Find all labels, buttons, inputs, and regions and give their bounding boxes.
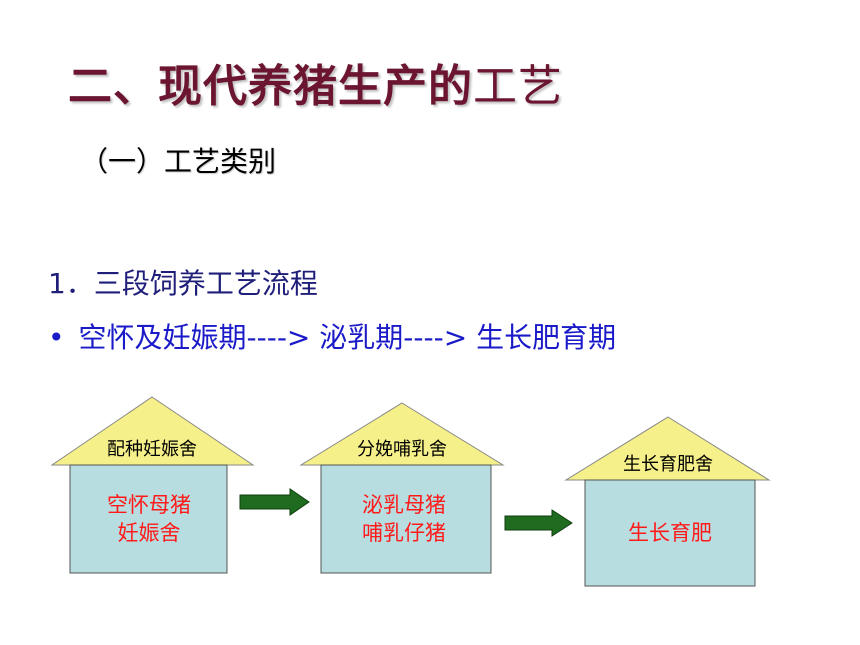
- title-bold: 二、现代养猪生产的: [68, 61, 473, 112]
- house-2-line-2: 哺乳仔猪: [362, 521, 446, 545]
- section-subtitle: （一）工艺类别: [80, 145, 277, 178]
- house-2-wall: [320, 464, 492, 574]
- house-3: 生长育肥舍 生长育肥: [564, 416, 771, 587]
- house-1-line-2: 妊娠舍: [118, 521, 181, 545]
- house-2: 分娩哺乳舍 泌乳母猪 哺乳仔猪: [299, 402, 505, 574]
- house-2-line-1: 泌乳母猪: [362, 493, 446, 517]
- house-3-line-1: 生长育肥: [628, 521, 712, 545]
- house-1-roof-label: 配种妊娠舍: [107, 439, 197, 460]
- bullet-dot: •: [48, 321, 65, 354]
- house-1-line-1: 空怀母猪: [107, 493, 191, 517]
- flow-arrow-1: [239, 488, 310, 516]
- page-title: 二、现代养猪生产的工艺: [68, 50, 563, 114]
- bullet-line: • 空怀及妊娠期----> 泌乳期----> 生长肥育期: [48, 316, 616, 356]
- item-heading: 1．三段饲养工艺流程: [48, 267, 318, 300]
- bullet-text: 空怀及妊娠期----> 泌乳期----> 生长肥育期: [78, 321, 617, 354]
- house-1-wall: [69, 464, 228, 574]
- house-1: 配种妊娠舍 空怀母猪 妊娠舍: [50, 396, 255, 574]
- house-3-roof-label: 生长育肥舍: [623, 454, 713, 475]
- house-3-wall: [584, 479, 756, 587]
- flow-arrow-2: [504, 509, 573, 537]
- title-light: 工艺: [473, 61, 563, 112]
- house-2-roof-label: 分娩哺乳舍: [357, 439, 447, 460]
